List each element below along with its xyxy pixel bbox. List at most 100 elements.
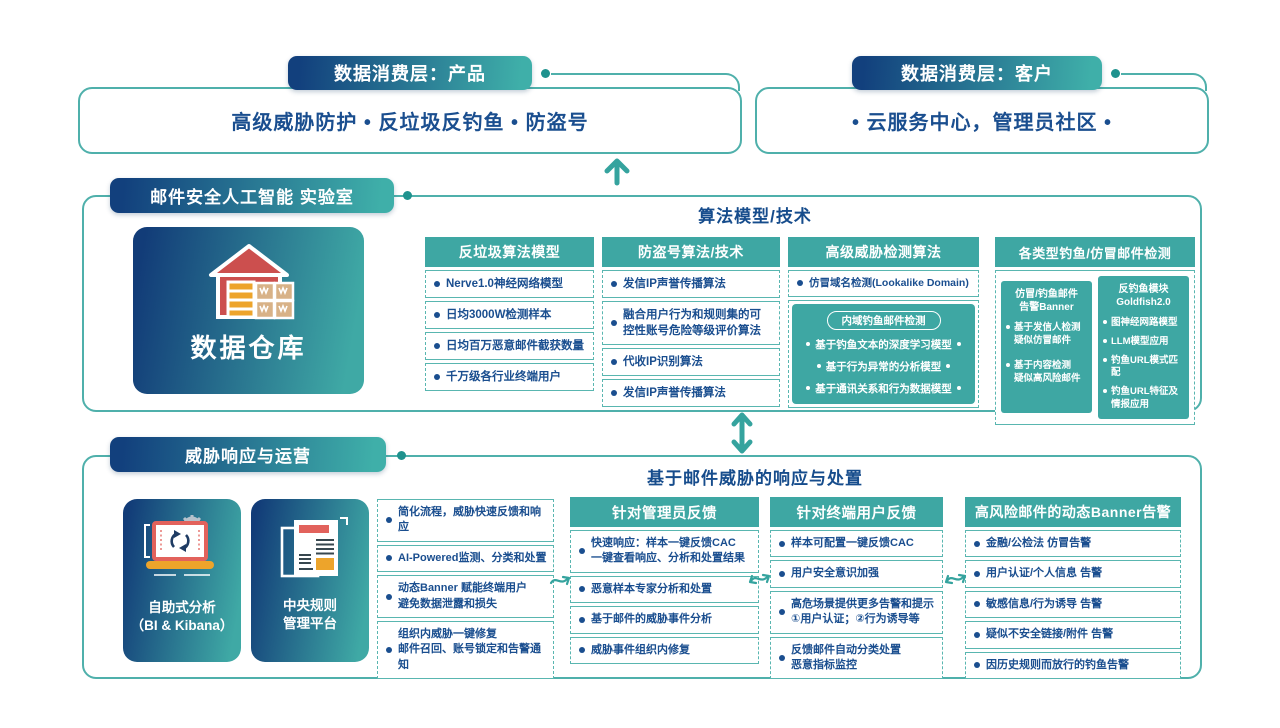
list-item: 图神经网路模型 xyxy=(1103,317,1184,330)
data-warehouse-card: 数据仓库 xyxy=(133,227,364,394)
list-item: 快速响应：样本一键反馈CAC 一键查看响应、分析和处置结果 xyxy=(570,530,759,573)
bullet-icon xyxy=(434,312,440,319)
item-text: 基于钓鱼文本的深度学习模型 xyxy=(815,338,952,351)
bullet-icon xyxy=(974,571,980,578)
list-item: 钓鱼URL模式匹配 xyxy=(1103,355,1184,381)
double-arrow-icon xyxy=(731,412,753,454)
flow-column: 简化流程，威胁快速反馈和响应 AI-Powered监测、分类和处置 动态Bann… xyxy=(377,499,554,680)
item-text: 基于邮件的威胁事件分析 xyxy=(591,613,712,626)
exchange-arrow-icon xyxy=(944,573,967,585)
connector-dot xyxy=(397,451,406,460)
bullet-icon xyxy=(611,281,617,288)
bullet-icon xyxy=(579,616,585,623)
user-feedback-title: 针对终端用户反馈 xyxy=(770,497,943,527)
item-text: 快速响应：样本一键反馈CAC 一键查看响应、分析和处置结果 xyxy=(591,537,745,565)
product-layer-box: 高级威胁防护 • 反垃圾反钓鱼 • 防盗号 xyxy=(78,87,742,154)
customer-layer-pill: 数据消费层：客户 xyxy=(852,56,1102,90)
connector-dot xyxy=(1111,69,1120,78)
list-item: LLM模型应用 xyxy=(1103,336,1184,349)
list-item: 反馈邮件自动分类处置 恶意指标监控 xyxy=(770,636,943,680)
bullet-icon xyxy=(779,654,785,661)
inner-detection-pill: 内域钓鱼邮件检测 xyxy=(826,310,941,330)
exchange-arrow-icon xyxy=(748,573,771,585)
bullet-icon xyxy=(1103,338,1107,343)
bullet-icon xyxy=(386,593,392,600)
bullet-icon xyxy=(386,555,392,562)
item-text: 钓鱼URL模式匹配 xyxy=(1111,354,1179,379)
item-text: 金融/公检法 仿冒告警 xyxy=(986,537,1092,549)
list-item: 用户认证/个人信息 告警 xyxy=(965,560,1181,588)
rules-card-label: 中央规则 管理平台 xyxy=(283,597,337,633)
list-item: 基于内容检测 疑似高风险邮件 xyxy=(1006,360,1087,386)
bullet-icon xyxy=(779,540,785,547)
item-text: 用户安全意识加强 xyxy=(791,567,879,580)
bullet-icon xyxy=(1006,363,1010,368)
item-text: 基于通讯关系和行为数据模型 xyxy=(815,382,952,395)
list-item: 基于钓鱼文本的深度学习模型 xyxy=(795,337,972,352)
bi-card-label: 自助式分析 （BI & Kibana） xyxy=(131,599,234,635)
list-item: 恶意样本专家分析和处置 xyxy=(570,575,759,604)
bullet-icon xyxy=(1103,320,1107,324)
banner-warning-subbox: 仿冒/钓鱼邮件 告警Banner 基于发信人检测 疑似仿冒邮件 基于内容检测 疑… xyxy=(1001,281,1092,414)
list-item: 代收IP识别算法 xyxy=(602,348,780,377)
bi-analysis-card: 自助式分析 （BI & Kibana） xyxy=(123,499,241,662)
banner-warning-title: 高风险邮件的动态Banner告警 xyxy=(965,497,1181,527)
list-item: 疑似不安全链接/附件 告警 xyxy=(965,621,1181,649)
item-text: 基于发信人检测 疑似仿冒邮件 xyxy=(1014,322,1081,347)
list-item: 基于发信人检测 疑似仿冒邮件 xyxy=(1006,322,1087,348)
list-item: 日均3000W检测样本 xyxy=(425,301,594,330)
phish-column: 各类型钓鱼/仿冒邮件检测 仿冒/钓鱼邮件 告警Banner 基于发信人检测 疑似… xyxy=(995,237,1195,425)
item-text: LLM模型应用 xyxy=(1111,335,1169,347)
item-text: 疑似不安全链接/附件 告警 xyxy=(986,628,1114,641)
antitheft-column: 防盗号算法/技术 发信IP声誉传播算法 融合用户行为和规则集的可 控性账号危险等… xyxy=(602,237,780,408)
bullet-icon xyxy=(816,364,821,369)
bullet-icon xyxy=(611,390,617,397)
list-item: 千万级各行业终端用户 xyxy=(425,363,594,392)
bullet-icon xyxy=(1006,325,1010,330)
item-text: 仿冒域名检测(Lookalike Domain) xyxy=(809,277,969,289)
bullet-icon xyxy=(434,374,440,381)
list-item: 动态Banner 赋能终端用户 避免数据泄露和损失 xyxy=(377,575,554,618)
list-item: 敏感信息/行为诱导 告警 xyxy=(965,590,1181,619)
bi-analysis-icon xyxy=(144,515,214,576)
connector-line xyxy=(551,73,740,91)
bullet-icon xyxy=(956,386,961,391)
customer-layer-content: • 云服务中心，管理员社区 • xyxy=(851,112,1113,134)
rules-platform-icon xyxy=(280,517,348,578)
item-text: 样本可配置一键反馈CAC xyxy=(791,537,914,549)
threat-title: 高级威胁检测算法 xyxy=(788,237,979,267)
item-text: 敏感信息/行为诱导 告警 xyxy=(986,597,1103,610)
phish-subboxes: 仿冒/钓鱼邮件 告警Banner 基于发信人检测 疑似仿冒邮件 基于内容检测 疑… xyxy=(995,270,1195,425)
bullet-icon xyxy=(434,343,440,350)
bullet-icon xyxy=(386,517,392,524)
bullet-icon xyxy=(779,609,785,616)
list-item: 简化流程，威胁快速反馈和响应 xyxy=(377,499,554,542)
bullet-icon xyxy=(611,320,617,327)
list-item: 仿冒域名检测(Lookalike Domain) xyxy=(788,270,979,297)
inner-detection-panel: 内域钓鱼邮件检测 基于钓鱼文本的深度学习模型 基于行为异常的分析模型 基于通讯关… xyxy=(792,303,975,404)
bullet-icon xyxy=(434,281,440,288)
item-text: 千万级各行业终端用户 xyxy=(446,371,561,384)
product-layer-content: 高级威胁防护 • 反垃圾反钓鱼 • 防盗号 xyxy=(231,112,589,134)
item-text: 组织内威胁一键修复 邮件召回、账号锁定和告警通知 xyxy=(398,627,541,671)
item-text: 代收IP识别算法 xyxy=(623,356,703,369)
connector-dot xyxy=(541,69,550,78)
bullet-icon xyxy=(974,631,980,638)
item-text: 高危场景提供更多告警和提示 ①用户认证；②行为诱导等 xyxy=(791,597,934,626)
banner-warning-column: 高风险邮件的动态Banner告警 金融/公检法 仿冒告警 用户认证/个人信息 告… xyxy=(965,497,1181,679)
list-item: 因历史规则而放行的钓鱼告警 xyxy=(965,651,1181,679)
bi-card-line2: （BI & Kibana） xyxy=(130,618,234,634)
item-text: 日均百万恶意邮件截获数量 xyxy=(446,340,584,353)
item-text: 发信IP声誉传播算法 xyxy=(623,278,726,290)
list-item: 融合用户行为和规则集的可 控性账号危险等级评价算法 xyxy=(602,301,780,346)
threat-column: 高级威胁检测算法 仿冒域名检测(Lookalike Domain) 内域钓鱼邮件… xyxy=(788,237,979,408)
item-text: 发信IP声誉传播算法 xyxy=(623,387,726,400)
bullet-icon xyxy=(579,647,585,654)
item-text: 日均3000W检测样本 xyxy=(446,309,552,322)
antispam-column: 反垃圾算法模型 Nerve1.0神经网络模型 日均3000W检测样本 日均百万恶… xyxy=(425,237,594,392)
ops-section-title: 基于邮件威胁的响应与处置 xyxy=(647,469,863,488)
item-text: 恶意样本专家分析和处置 xyxy=(591,582,712,595)
list-item: 用户安全意识加强 xyxy=(770,560,943,588)
product-layer-pill: 数据消费层：产品 xyxy=(288,56,532,90)
list-item: 样本可配置一键反馈CAC xyxy=(770,530,943,558)
